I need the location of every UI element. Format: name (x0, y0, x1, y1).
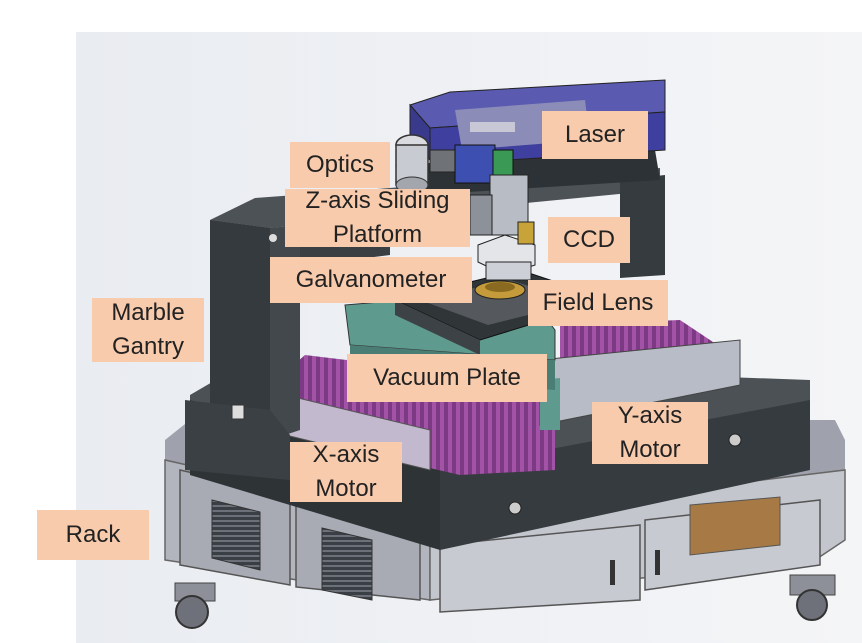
field-lens-label-text: Field Lens (542, 289, 654, 316)
laser-label-text: Laser (564, 121, 626, 148)
rack-window (689, 496, 781, 556)
optics-assembly (395, 134, 514, 194)
field-lens (474, 280, 526, 300)
y-axis-label-line2: Motor (619, 436, 681, 463)
z-axis-sliding-platform-label: Z-axis Sliding Platform (285, 189, 470, 247)
caster-wheel-left (174, 582, 216, 629)
z-axis-label-line2: Platform (332, 221, 423, 247)
ccd-camera (517, 221, 535, 245)
y-axis-label-line1: Y-axis (617, 402, 683, 429)
field-lens-label: Field Lens (528, 280, 668, 326)
ccd-label-text: CCD (563, 226, 615, 253)
optics-label: Optics (290, 142, 390, 188)
x-axis-motor-label: X-axis Motor (290, 441, 402, 502)
rack-vent-right (321, 527, 373, 601)
rack-label: Rack (37, 510, 149, 560)
vacuum-plate-label: Vacuum Plate (347, 354, 547, 402)
ccd-label: CCD (548, 217, 630, 263)
vacuum-plate-label-text: Vacuum Plate (373, 364, 521, 391)
x-axis-label-line1: X-axis (312, 441, 380, 468)
laser-label: Laser (542, 111, 648, 159)
marble-gantry-label-line2: Gantry (111, 333, 185, 360)
galvanometer-head (477, 234, 536, 281)
rack-vent-left (211, 499, 261, 571)
galvanometer-label: Galvanometer (270, 257, 472, 303)
z-axis-label-line1: Z-axis Sliding (305, 189, 450, 214)
y-axis-motor-label: Y-axis Motor (592, 402, 708, 464)
marble-gantry-label: Marble Gantry (92, 298, 204, 362)
rack-label-text: Rack (65, 521, 121, 548)
galvanometer-label-text: Galvanometer (295, 266, 447, 293)
caster-wheel-right (789, 574, 836, 621)
x-axis-label-line2: Motor (315, 475, 377, 502)
marble-gantry-label-line1: Marble (111, 299, 185, 326)
optics-label-text: Optics (305, 151, 374, 178)
